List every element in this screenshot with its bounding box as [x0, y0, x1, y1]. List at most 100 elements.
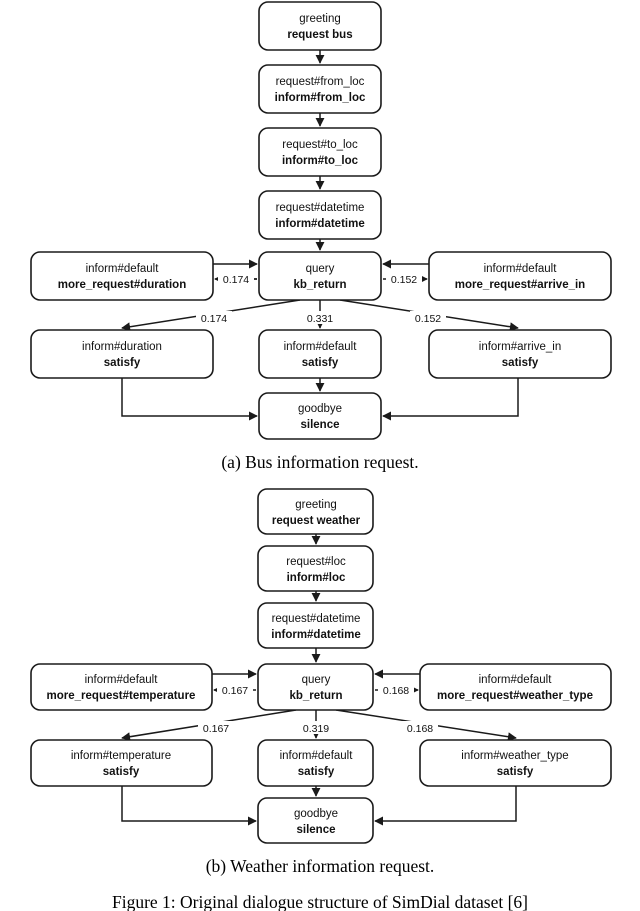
caption-a: (a) Bus information request. [221, 452, 418, 472]
node-box [258, 392, 382, 440]
edge-satwtype-to-goodbye [374, 786, 517, 826]
node-line2: inform#to_loc [282, 155, 359, 167]
node-request-datetime-weather[interactable]: request#datetime inform#datetime [257, 602, 374, 649]
node-line1: inform#temperature [71, 750, 171, 762]
label-bg [198, 721, 234, 734]
node-line2: more_request#arrive_in [455, 279, 585, 291]
node-inform-default-satisfy-weather[interactable]: inform#default satisfy [257, 739, 374, 787]
node-line1: request#from_loc [276, 76, 365, 88]
node-inform-temperature-satisfy[interactable]: inform#temperature satisfy [30, 739, 213, 787]
edge-label-group-bus: 0.174 0.152 0.174 0.331 0.152 [196, 272, 446, 325]
label-bg [386, 272, 422, 285]
node-line1: inform#arrive_in [479, 341, 561, 353]
node-line2: more_request#weather_type [437, 690, 593, 702]
node-line1: greeting [299, 13, 341, 25]
node-inform-weather-type-satisfy[interactable]: inform#weather_type satisfy [419, 739, 612, 787]
node-line1: request#datetime [276, 202, 365, 214]
node-box [257, 739, 374, 787]
node-box [30, 739, 213, 787]
label-bg [218, 272, 254, 285]
node-more-request-duration[interactable]: inform#default more_request#duration [30, 251, 214, 301]
node-line1: inform#default [284, 341, 358, 353]
node-goodbye-silence-weather[interactable]: goodbye silence [257, 797, 374, 844]
node-line2: inform#from_loc [275, 92, 366, 104]
node-request-loc[interactable]: request#loc inform#loc [257, 545, 374, 592]
edge-sattemp-to-goodbye [121, 786, 257, 826]
node-greeting-weather[interactable]: greeting request weather [257, 488, 374, 535]
node-box [419, 663, 612, 711]
edge-label: 0.168 [383, 685, 409, 697]
node-goodbye-silence-bus[interactable]: goodbye silence [258, 392, 382, 440]
node-line1: request#datetime [272, 613, 361, 625]
node-box [30, 663, 213, 711]
node-inform-duration-satisfy[interactable]: inform#duration satisfy [30, 329, 214, 379]
node-line1: request#to_loc [282, 139, 358, 151]
node-line2: request bus [287, 29, 352, 41]
node-box [258, 251, 382, 301]
node-inform-default-satisfy-bus[interactable]: inform#default satisfy [258, 329, 382, 379]
node-request-datetime-bus[interactable]: request#datetime inform#datetime [258, 190, 382, 240]
node-box [258, 190, 382, 240]
node-request-from-loc[interactable]: request#from_loc inform#from_loc [258, 64, 382, 114]
subgraph-weather: greeting request weather request#loc inf… [30, 488, 612, 876]
node-line1: query [302, 674, 331, 686]
node-line2: kb_return [293, 279, 346, 291]
node-line2: silence [301, 419, 340, 431]
node-box [30, 251, 214, 301]
edge-label: 0.319 [303, 723, 329, 735]
edge-label: 0.152 [391, 274, 417, 286]
node-line2: inform#loc [287, 572, 346, 584]
node-line1: goodbye [294, 808, 338, 820]
node-line2: satisfy [502, 357, 539, 369]
label-bg [302, 311, 338, 324]
node-line2: inform#datetime [275, 218, 364, 230]
node-line1: inform#duration [82, 341, 162, 353]
node-line2: satisfy [302, 357, 339, 369]
caption-b: (b) Weather information request. [206, 856, 435, 876]
node-box [257, 663, 374, 711]
node-line2: more_request#temperature [47, 690, 196, 702]
node-line2: inform#datetime [271, 629, 360, 641]
edge-label: 0.167 [222, 685, 248, 697]
node-line2: more_request#duration [58, 279, 186, 291]
node-box [30, 329, 214, 379]
node-line1: request#loc [286, 556, 346, 568]
edge-label: 0.152 [415, 313, 441, 325]
label-bg [402, 721, 438, 734]
node-box [258, 329, 382, 379]
label-bg [298, 721, 334, 734]
node-box [258, 1, 382, 51]
subgraph-bus: greeting request bus request#from_loc in… [30, 1, 612, 472]
node-box [419, 739, 612, 787]
node-box [257, 545, 374, 592]
node-line2: satisfy [497, 766, 534, 778]
node-more-request-temperature[interactable]: inform#default more_request#temperature [30, 663, 213, 711]
edge-label-group-weather: 0.167 0.168 0.167 0.319 0.168 [198, 683, 438, 735]
node-line1: inform#default [280, 750, 354, 762]
node-line2: silence [297, 824, 336, 836]
node-greeting-bus[interactable]: greeting request bus [258, 1, 382, 51]
node-inform-arrive-in-satisfy[interactable]: inform#arrive_in satisfy [428, 329, 612, 379]
label-bg [410, 311, 446, 324]
edge-satdur-to-goodbye [121, 378, 258, 421]
node-box [257, 797, 374, 844]
node-more-request-weather-type[interactable]: inform#default more_request#weather_type [419, 663, 612, 711]
node-line2: request weather [272, 515, 361, 527]
node-box [258, 127, 382, 177]
node-request-to-loc[interactable]: request#to_loc inform#to_loc [258, 127, 382, 177]
node-line2: satisfy [298, 766, 335, 778]
figure-caption: Figure 1: Original dialogue structure of… [112, 892, 528, 911]
node-line2: satisfy [103, 766, 140, 778]
node-line1: query [306, 263, 335, 275]
edge-label: 0.168 [407, 723, 433, 735]
node-query-kb-return-bus[interactable]: query kb_return [258, 251, 382, 301]
edge-label: 0.167 [203, 723, 229, 735]
node-more-request-arrive-in[interactable]: inform#default more_request#arrive_in [428, 251, 612, 301]
node-query-kb-return-weather[interactable]: query kb_return [257, 663, 374, 711]
node-line2: kb_return [289, 690, 342, 702]
node-box [428, 329, 612, 379]
node-line1: inform#weather_type [461, 750, 568, 762]
edge-label: 0.174 [201, 313, 227, 325]
